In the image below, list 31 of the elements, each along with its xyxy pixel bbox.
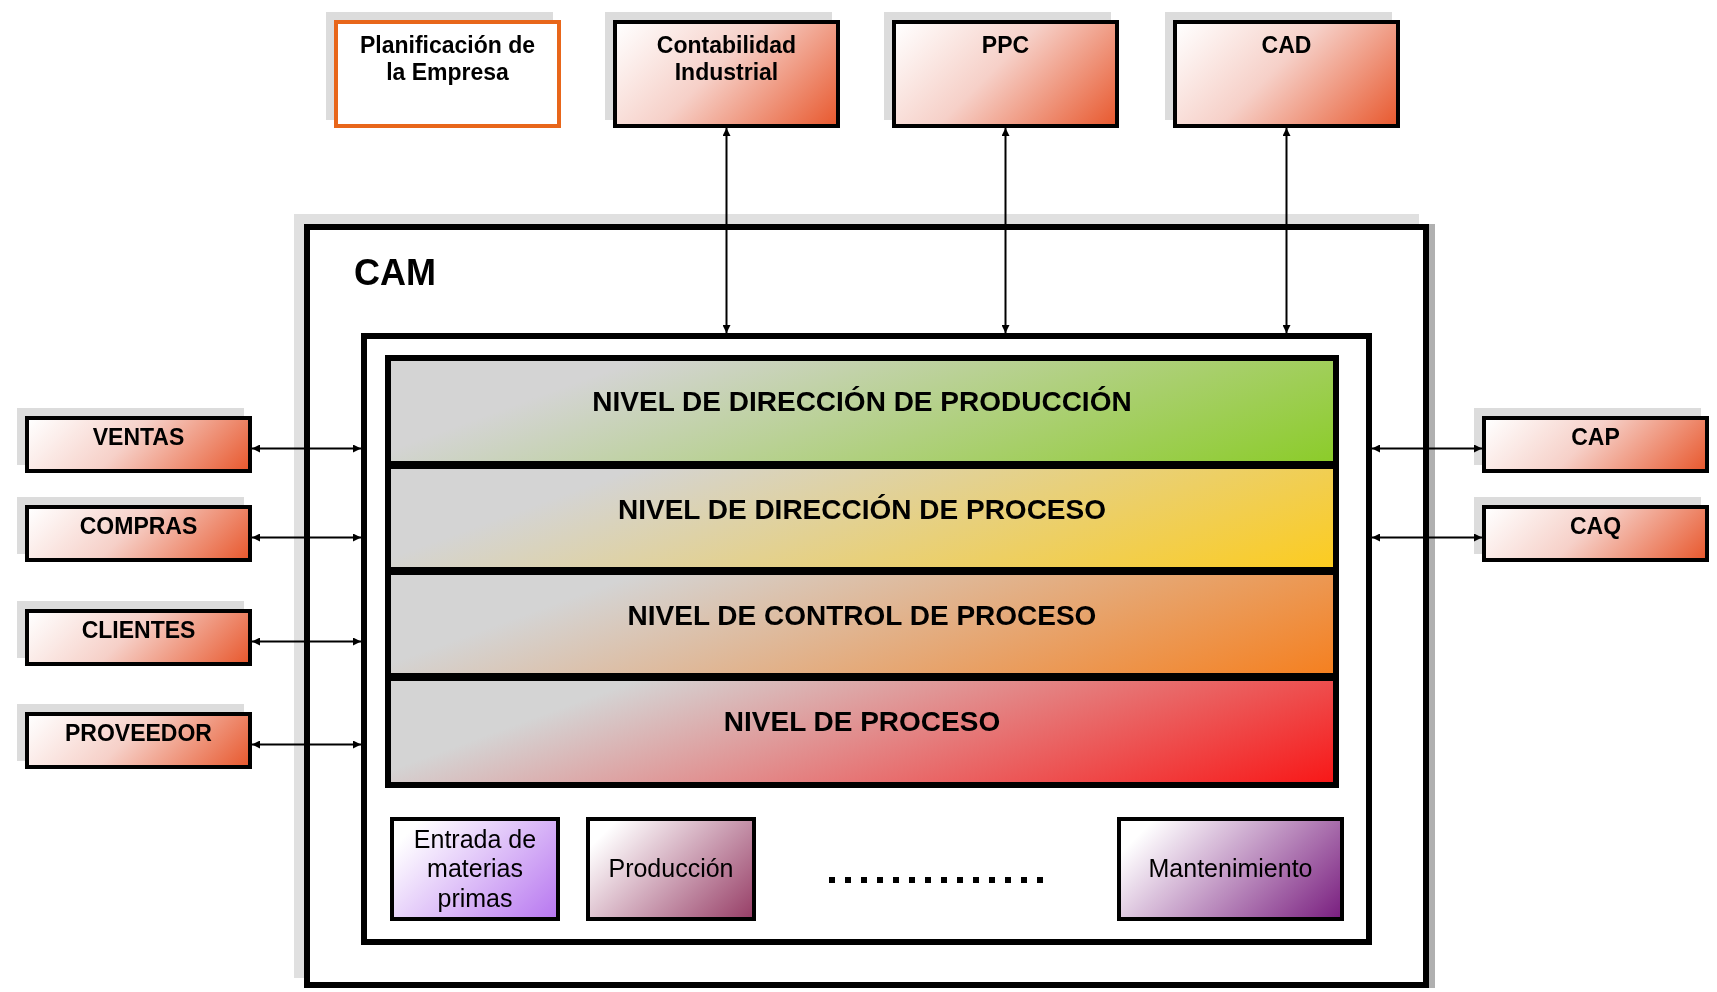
box-label: PROVEEDOR: [65, 720, 212, 748]
level-label: NIVEL DE CONTROL DE PROCESO: [627, 599, 1097, 633]
arrow: [1282, 127, 1291, 334]
area-box: [1117, 817, 1344, 921]
level-label: NIVEL DE PROCESO: [723, 705, 1001, 739]
box-label: CAQ: [1569, 513, 1622, 541]
arrow: [251, 637, 362, 646]
area-box: [586, 817, 756, 921]
box-label: PPC: [981, 32, 1030, 60]
box-label: Mantenimiento: [1148, 854, 1313, 884]
arrow: [1001, 127, 1010, 334]
box-label: Contabilidad Industrial: [655, 32, 798, 87]
box-label: Planificación de la Empresa: [358, 32, 537, 87]
box-label: CLIENTES: [81, 617, 196, 645]
container-title: CAM: [354, 252, 436, 295]
arrow: [251, 533, 362, 542]
arrow: [1371, 444, 1483, 453]
arrow: [1371, 533, 1483, 542]
area-box: [390, 817, 560, 921]
level-label: NIVEL DE DIRECCIÓN DE PROCESO: [618, 493, 1106, 527]
box-label: Entrada de materias primas: [412, 824, 538, 914]
box-label: Producción: [608, 854, 734, 884]
levels-panel: [361, 333, 1372, 945]
arrow: [251, 444, 362, 453]
box-label: CAD: [1261, 32, 1312, 60]
box-label: CAP: [1571, 424, 1620, 452]
level-label: NIVEL DE DIRECCIÓN DE PRODUCCIÓN: [592, 385, 1132, 419]
box-label: COMPRAS: [79, 513, 198, 541]
arrow: [251, 740, 362, 749]
arrow: [722, 127, 731, 334]
box-label: VENTAS: [92, 424, 185, 452]
